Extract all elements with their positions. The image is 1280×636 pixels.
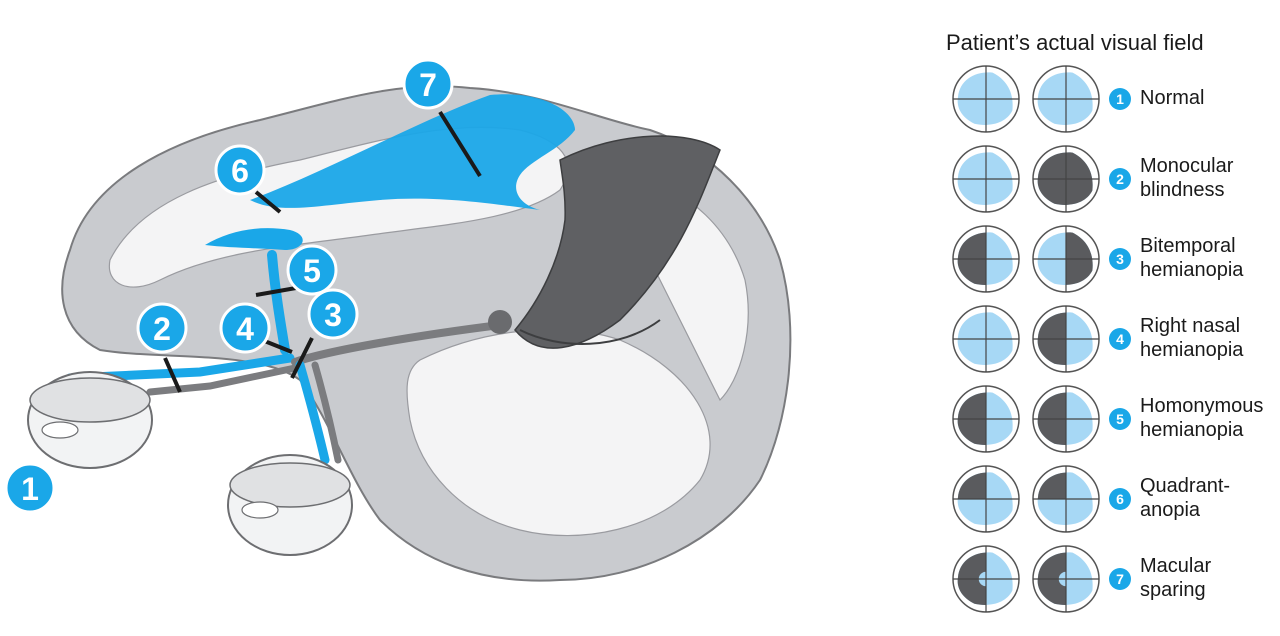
legend-row: 6 Quadrant-anopia [940, 464, 1280, 544]
svg-text:5: 5 [303, 253, 321, 289]
legend-row-number: 7 [1109, 568, 1131, 590]
visual-field-right [1032, 225, 1100, 293]
legend-row-number: 2 [1109, 168, 1131, 190]
legend-label-line: Quadrant- [1140, 475, 1231, 497]
optic-tract-blue [267, 250, 290, 355]
legend-row-number: 3 [1109, 248, 1131, 270]
legend-row-number: 1 [1109, 88, 1131, 110]
visual-field-right [1032, 145, 1100, 213]
legend-label-line: Homonymous [1140, 395, 1264, 417]
legend-row: 1 Normal [940, 64, 1280, 144]
legend-label-line: Bitemporal [1140, 235, 1236, 257]
legend-label-line: Macular [1140, 555, 1212, 577]
callout-3: 3 [307, 288, 359, 340]
svg-text:2: 2 [153, 311, 171, 347]
svg-text:1: 1 [21, 471, 39, 507]
meyer-loop [205, 228, 303, 250]
visual-field-left [952, 305, 1020, 373]
legend-label-line: Right nasal [1140, 315, 1241, 337]
optic-nerve-right [295, 360, 330, 465]
visual-field-right [1032, 385, 1100, 453]
occipital-section [514, 135, 721, 349]
legend-label-line: hemianopia [1140, 419, 1244, 441]
visual-field-left [952, 465, 1020, 533]
svg-text:6: 6 [231, 153, 249, 189]
legend-label-line: blindness [1140, 179, 1225, 201]
callout-7: 7 [402, 58, 454, 110]
lesion-line-6 [254, 190, 282, 214]
visual-field-right [1032, 65, 1100, 133]
svg-text:4: 4 [236, 311, 254, 347]
callout-5: 5 [286, 244, 338, 296]
visual-field-right [1032, 465, 1100, 533]
legend-label-line: sparing [1140, 579, 1206, 601]
visual-field-right [1032, 545, 1100, 613]
callout-1: 1 [4, 462, 56, 514]
legend-row-number: 4 [1109, 328, 1131, 350]
visual-field-right [1032, 305, 1100, 373]
visual-field-legend: Patient’s actual visual field 1 Normal 2 Mo… [940, 0, 1280, 636]
visual-field-left [952, 225, 1020, 293]
eye-right [227, 454, 353, 556]
legend-label-line: Monocular [1140, 155, 1234, 177]
lesion-line-7 [438, 110, 482, 178]
optic-radiation [250, 94, 575, 210]
occipital-curve [519, 319, 661, 345]
legend-label-line: Normal [1140, 87, 1205, 109]
visual-pathway-diagram: 1 2 3 4 5 6 7 [4, 58, 792, 582]
legend-label-line: hemianopia [1140, 259, 1244, 281]
optic-nerve-right-gray [311, 361, 342, 464]
callout-4: 4 [219, 302, 271, 354]
lesion-line-2 [163, 357, 182, 393]
optic-tract [291, 321, 504, 366]
legend-row-number: 6 [1109, 488, 1131, 510]
legend-row-number: 5 [1109, 408, 1131, 430]
lesion-line-4 [261, 338, 293, 354]
svg-text:7: 7 [419, 67, 437, 103]
visual-field-left [952, 65, 1020, 133]
visual-field-left [952, 385, 1020, 453]
visual-field-left [952, 145, 1020, 213]
visual-field-left [952, 545, 1020, 613]
eye-left [27, 371, 153, 469]
lesion-line-3 [290, 337, 314, 379]
legend-row-label: Quadrant-anopia [1140, 474, 1230, 522]
svg-text:3: 3 [324, 297, 342, 333]
legend-title: Patient’s actual visual field [946, 30, 1204, 55]
optic-nerve-left-gray [146, 364, 299, 396]
callout-2: 2 [136, 302, 188, 354]
lesion-line-5 [255, 286, 297, 297]
legend-row-label: Normal [1140, 86, 1204, 110]
legend-label-line: anopia [1140, 499, 1201, 521]
lateral-geniculate [488, 310, 512, 334]
callout-6: 6 [214, 144, 266, 196]
legend-label-line: hemianopia [1140, 339, 1244, 361]
